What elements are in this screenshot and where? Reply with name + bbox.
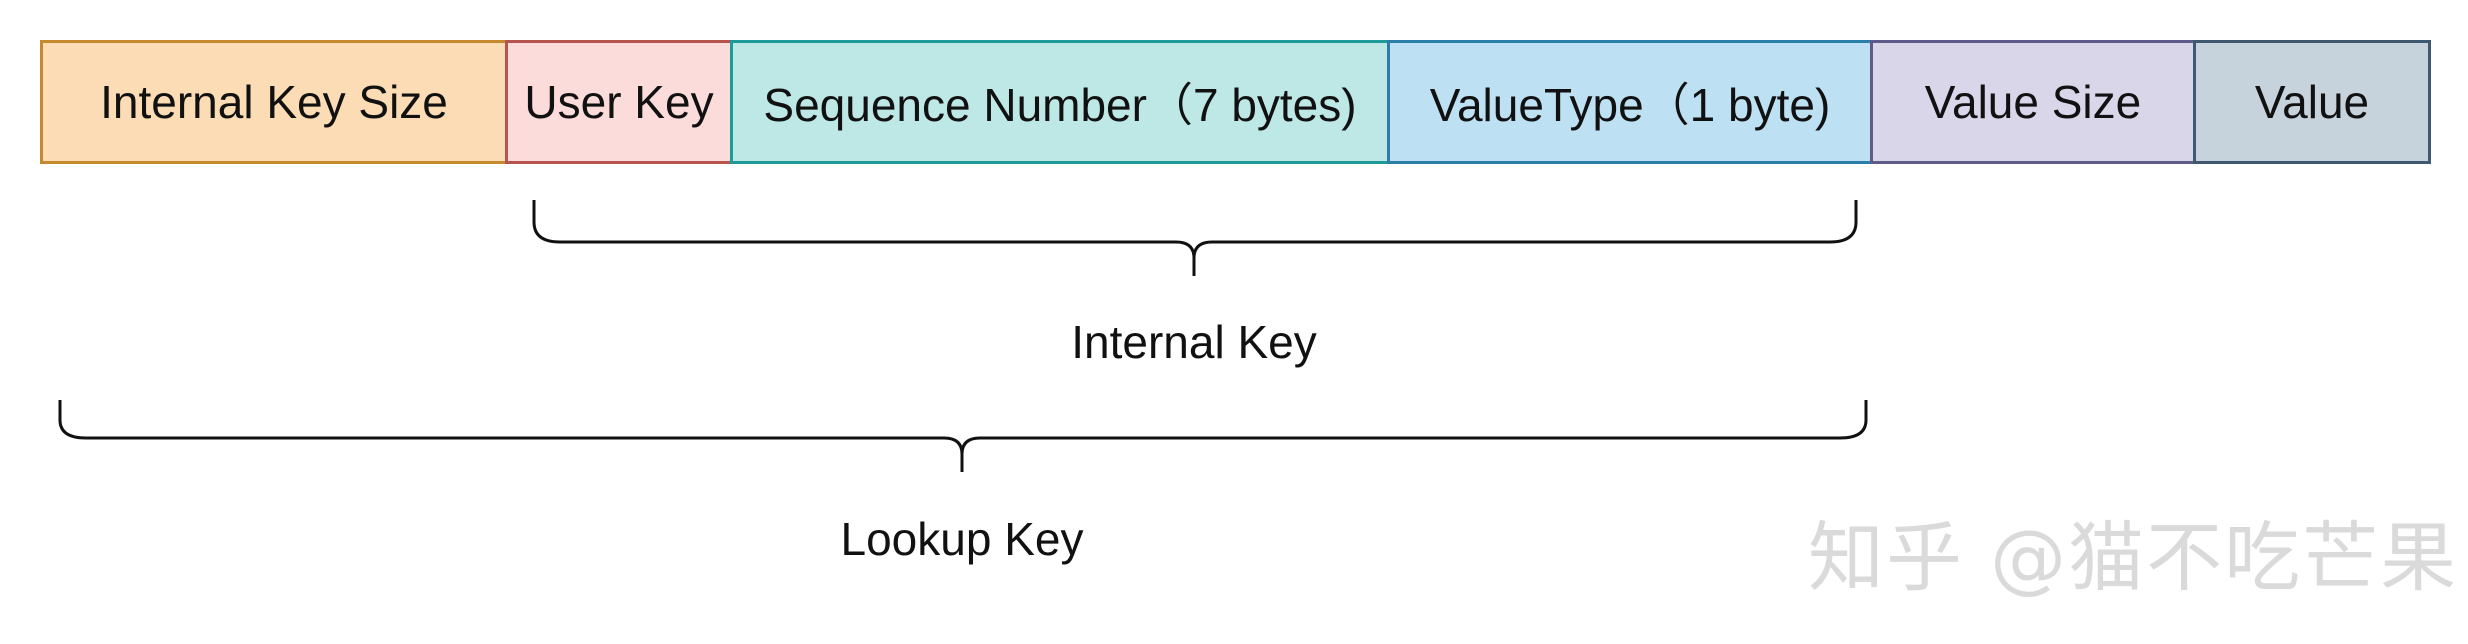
internal-key-label: Internal Key [1071, 316, 1317, 368]
field-user-key: User Key [505, 40, 733, 164]
field-value-size: Value Size [1870, 40, 2196, 164]
internal-key-brace [532, 200, 1858, 276]
field-sequence-number: Sequence Number（7 bytes) [730, 40, 1390, 164]
field-value: Value [2193, 40, 2431, 164]
field-value-type: ValueType（1 byte) [1387, 40, 1873, 164]
field-internal-key-size: Internal Key Size [40, 40, 508, 164]
watermark: 知乎 @猫不吃芒果 [1808, 513, 2459, 602]
lookup-key-brace [58, 400, 1868, 472]
entry-layout: Internal Key Size User Key Sequence Numb… [40, 40, 2431, 164]
lookup-key-label: Lookup Key [840, 513, 1084, 565]
